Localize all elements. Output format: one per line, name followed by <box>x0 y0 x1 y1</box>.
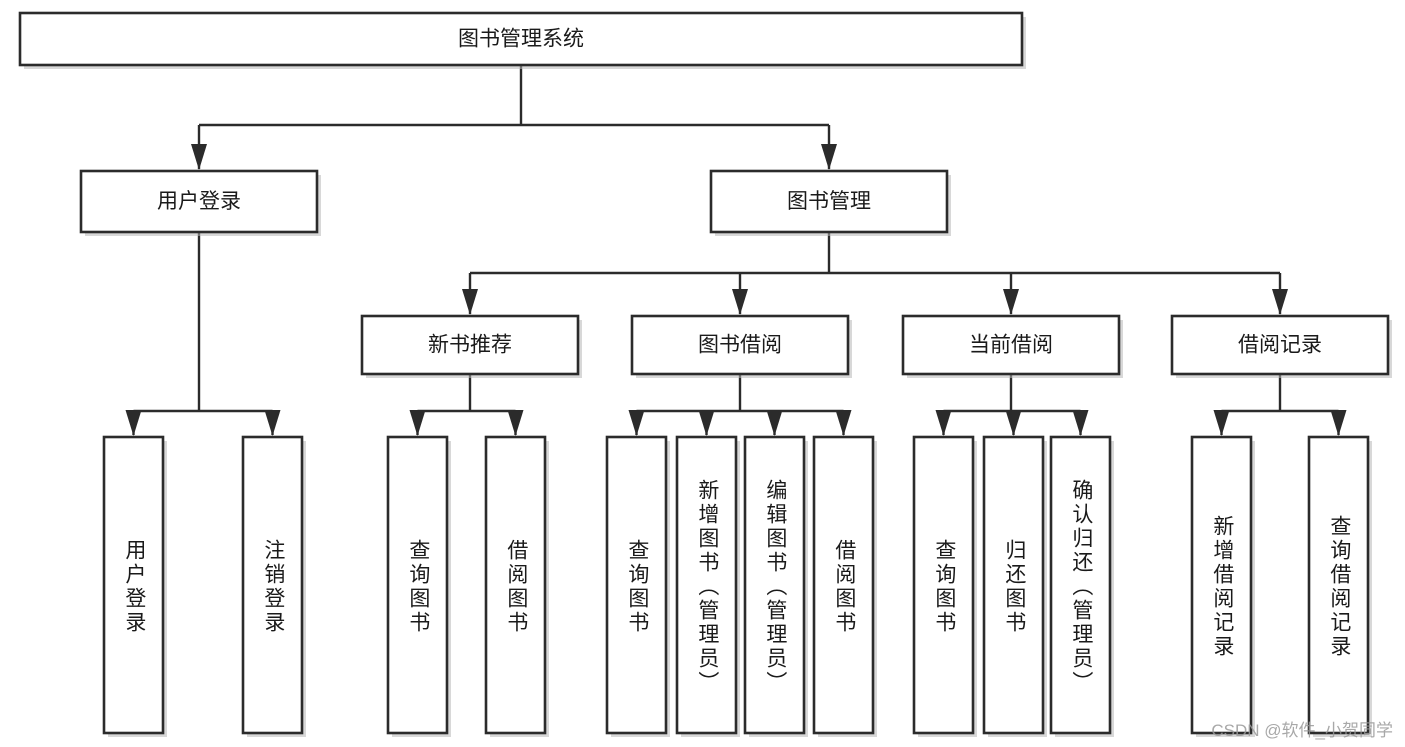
node-level3-box[interactable] <box>630 314 850 376</box>
connector-arrowhead <box>125 410 142 436</box>
node-level2-label: 图书管理 <box>787 190 871 213</box>
connector-arrowhead <box>1005 410 1022 436</box>
node-leaf-box[interactable] <box>102 435 165 735</box>
connector-arrowhead <box>821 144 837 170</box>
node-leaf-box[interactable] <box>1190 435 1253 735</box>
node-level2-box[interactable] <box>709 169 949 234</box>
connectors-layer <box>125 65 1347 436</box>
connector-arrowhead <box>628 410 645 436</box>
node-leaf-box[interactable] <box>1307 435 1370 735</box>
connector-arrowhead <box>1272 289 1288 315</box>
node-leaf-box[interactable] <box>241 435 304 735</box>
node-leaf-box[interactable] <box>675 435 738 735</box>
node-level3-box[interactable] <box>360 314 580 376</box>
connector-arrowhead <box>835 410 852 436</box>
connector-arrowhead <box>1330 410 1347 436</box>
node-leaf-box[interactable] <box>605 435 668 735</box>
connector-arrowhead <box>766 410 783 436</box>
connector-arrowhead <box>1003 289 1019 315</box>
node-level3-label: 图书借阅 <box>698 334 782 357</box>
node-level3-label: 当前借阅 <box>969 334 1053 357</box>
node-root-label: 图书管理系统 <box>458 28 584 51</box>
connector-arrowhead <box>507 410 524 436</box>
node-leaf-box[interactable] <box>812 435 875 735</box>
connector-arrowhead <box>409 410 426 436</box>
node-level2-box[interactable] <box>79 169 319 234</box>
node-leaf-box[interactable] <box>1049 435 1112 735</box>
connector-arrowhead <box>191 144 207 170</box>
connector-arrowhead <box>1213 410 1230 436</box>
node-level3-label: 借阅记录 <box>1238 334 1322 357</box>
connector-arrowhead <box>264 410 281 436</box>
connector-arrowhead <box>698 410 715 436</box>
node-leaf-box[interactable] <box>912 435 975 735</box>
boxes-layer <box>18 11 1392 737</box>
connector-arrowhead <box>462 289 478 315</box>
node-leaf-box[interactable] <box>743 435 806 735</box>
node-root-box[interactable] <box>18 11 1024 67</box>
connector-arrowhead <box>935 410 952 436</box>
node-leaf-box[interactable] <box>386 435 449 735</box>
node-leaf-box[interactable] <box>982 435 1045 735</box>
connector-arrowhead <box>732 289 748 315</box>
node-leaf-box[interactable] <box>484 435 547 735</box>
connector-arrowhead <box>1072 410 1089 436</box>
node-level3-box[interactable] <box>1170 314 1390 376</box>
node-level3-box[interactable] <box>901 314 1121 376</box>
node-level3-label: 新书推荐 <box>428 334 512 357</box>
node-level2-label: 用户登录 <box>157 190 241 213</box>
